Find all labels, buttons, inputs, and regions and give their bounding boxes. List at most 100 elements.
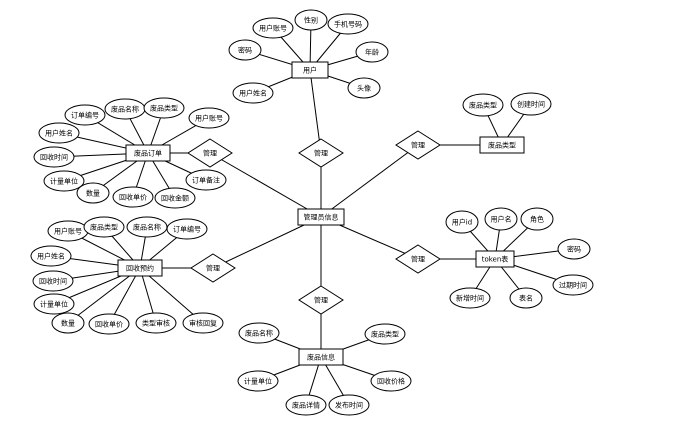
attr-user-phone-label: 手机号码 — [334, 20, 362, 29]
attr-order-quantity-label: 数量 — [86, 189, 100, 198]
entity-category: 废品类型 — [479, 136, 525, 154]
attr-token-userid: 用户id — [445, 210, 479, 234]
relation-user-label: 管理 — [314, 149, 328, 158]
attr-recycle-quantity-label: 数量 — [61, 319, 75, 328]
attr-recycle-user-name-label: 用户姓名 — [37, 252, 65, 261]
attr-token-username-label: 用户名 — [491, 215, 512, 224]
attr-token-created-label: 新增时间 — [456, 294, 484, 303]
attr-info-detail-label: 废品详情 — [292, 401, 320, 410]
entity-order: 废品订单 — [125, 144, 171, 162]
attr-info-price: 回收价格 — [370, 370, 412, 392]
entity-recycle: 回收预约 — [117, 259, 163, 277]
attr-order-recycle-time-label: 回收时间 — [40, 153, 68, 162]
attr-category-type: 废品类型 — [462, 93, 504, 117]
attr-recycle-review-reply: 审核回复 — [182, 312, 224, 334]
attr-user-password: 密码 — [228, 39, 262, 61]
attr-info-name-label: 废品名称 — [245, 329, 273, 338]
entity-category-label: 废品类型 — [488, 141, 516, 150]
attr-recycle-waste-name: 废品名称 — [126, 216, 168, 238]
attr-user-account-label: 用户账号 — [259, 24, 287, 33]
relation-token-label: 管理 — [411, 255, 425, 264]
attr-recycle-user-name: 用户姓名 — [30, 245, 72, 267]
attr-user-name-label: 用户姓名 — [239, 89, 267, 98]
attr-token-expire-label: 过期时间 — [559, 281, 587, 290]
relation-category: 管理 — [395, 130, 441, 160]
attr-info-unit: 计量单位 — [237, 370, 279, 392]
attr-info-price-label: 回收价格 — [377, 377, 405, 386]
attr-token-password-label: 密码 — [567, 245, 581, 254]
relation-recycle: 管理 — [190, 253, 236, 283]
attr-order-waste-type-label: 废品类型 — [150, 104, 178, 113]
attr-order-unit-price: 回收单价 — [112, 186, 154, 208]
attr-user-account: 用户账号 — [252, 17, 294, 39]
entity-admin-label: 管理员信息 — [304, 213, 339, 222]
attr-info-type-label: 废品类型 — [371, 330, 399, 339]
attr-token-expire: 过期时间 — [552, 274, 594, 296]
attr-order-remark: 订单备注 — [185, 169, 227, 191]
entity-order-label: 废品订单 — [134, 149, 162, 158]
relation-info-label: 管理 — [314, 296, 328, 305]
attr-recycle-time: 回收时间 — [32, 270, 74, 292]
attr-recycle-time-label: 回收时间 — [39, 277, 67, 286]
attr-category-type-label: 废品类型 — [469, 101, 497, 110]
attr-token-role: 角色 — [520, 207, 554, 231]
attr-user-gender: 性别 — [294, 9, 328, 31]
attr-token-table-label: 表名 — [519, 294, 533, 303]
relation-category-label: 管理 — [411, 141, 425, 150]
attr-order-user-name-label: 用户姓名 — [45, 129, 73, 138]
attr-user-avatar-label: 头像 — [357, 84, 371, 93]
entity-admin: 管理员信息 — [297, 208, 345, 226]
entity-token-label: token表 — [482, 255, 509, 264]
attr-recycle-waste-type: 废品类型 — [83, 216, 125, 238]
attr-recycle-unit: 计量单位 — [33, 293, 75, 315]
attr-order-waste-name: 废品名称 — [104, 98, 146, 120]
entity-info-label: 废品信息 — [307, 353, 335, 362]
attr-recycle-type-review-label: 类型审核 — [142, 319, 170, 328]
attr-order-amount: 回收金额 — [154, 187, 196, 209]
entity-recycle-label: 回收预约 — [126, 264, 154, 273]
attr-category-created-label: 创建时间 — [517, 100, 545, 109]
attr-token-userid-label: 用户id — [452, 218, 472, 227]
attr-recycle-quantity: 数量 — [51, 312, 85, 334]
attr-token-created: 新增时间 — [449, 287, 491, 309]
attr-recycle-type-review: 类型审核 — [135, 312, 177, 334]
attr-info-type: 废品类型 — [364, 323, 406, 345]
attr-recycle-waste-name-label: 废品名称 — [133, 223, 161, 232]
attr-order-unit-label: 计量单位 — [50, 177, 78, 186]
attr-info-detail: 废品详情 — [285, 394, 327, 416]
attr-order-amount-label: 回收金额 — [161, 194, 189, 203]
relation-recycle-label: 管理 — [206, 264, 220, 273]
attr-order-user-name: 用户姓名 — [38, 122, 80, 144]
relation-order-label: 管理 — [203, 149, 217, 158]
attr-token-table: 表名 — [509, 287, 543, 309]
attr-recycle-waste-type-label: 废品类型 — [90, 223, 118, 232]
relation-token: 管理 — [395, 244, 441, 274]
attr-token-password: 密码 — [557, 238, 591, 260]
attr-recycle-unit-price: 回收单价 — [88, 313, 130, 335]
relation-user: 管理 — [298, 138, 344, 168]
attr-order-number: 订单编号 — [64, 104, 106, 126]
attr-token-role-label: 角色 — [530, 215, 544, 224]
attr-recycle-review-reply-label: 审核回复 — [189, 319, 217, 328]
attr-order-quantity: 数量 — [76, 182, 110, 204]
attr-order-user-account-label: 用户账号 — [195, 114, 223, 123]
attr-user-age: 年龄 — [355, 41, 389, 63]
attr-order-waste-name-label: 废品名称 — [111, 105, 139, 114]
entity-info: 废品信息 — [298, 348, 344, 366]
attr-order-recycle-time: 回收时间 — [33, 146, 75, 168]
entity-user: 用户 — [291, 61, 329, 79]
attr-recycle-order-number: 订单编号 — [166, 218, 208, 240]
attr-recycle-user-account-label: 用户账号 — [54, 227, 82, 236]
attr-user-avatar: 头像 — [347, 77, 381, 99]
attr-user-gender-label: 性别 — [304, 16, 318, 25]
entity-user-label: 用户 — [303, 66, 317, 75]
attr-info-unit-label: 计量单位 — [244, 377, 272, 386]
attr-category-created: 创建时间 — [510, 92, 552, 116]
attr-order-waste-type: 废品类型 — [143, 97, 185, 119]
attr-order-user-account: 用户账号 — [188, 107, 230, 129]
attr-order-unit: 计量单位 — [43, 170, 85, 192]
attr-user-name: 用户姓名 — [232, 82, 274, 104]
attr-order-unit-price-label: 回收单价 — [119, 193, 147, 202]
attr-recycle-user-account: 用户账号 — [47, 220, 89, 242]
